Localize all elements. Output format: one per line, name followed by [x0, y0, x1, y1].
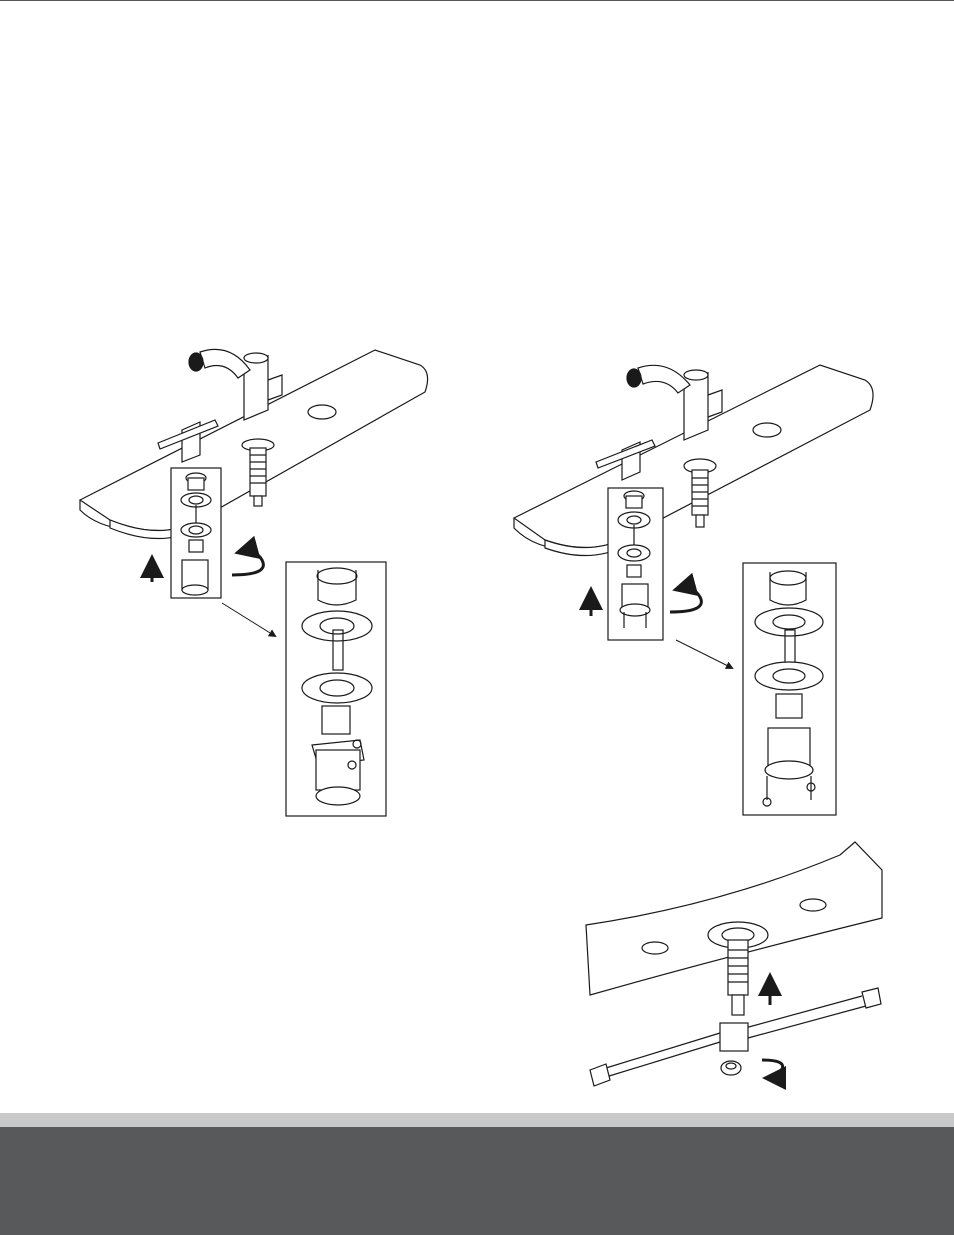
- rotate-counterclockwise-arrow-icon: [232, 551, 263, 575]
- rotate-clockwise-arrow-icon: [762, 1060, 783, 1078]
- footer-stripe-light: [0, 1113, 954, 1127]
- valve-stem-icon: [708, 922, 768, 1015]
- footer-bar: [0, 1127, 954, 1235]
- figure-b: [514, 365, 873, 815]
- installation-illustrations: [0, 0, 954, 1120]
- spout-icon: [189, 349, 282, 420]
- rotate-counterclockwise-arrow-icon: [670, 588, 701, 612]
- spout-icon: [627, 365, 722, 440]
- hex-nut-icon: [721, 1061, 741, 1075]
- figure-a: [80, 349, 428, 816]
- detail-callout-box-small: [608, 488, 663, 640]
- figure-c: [586, 842, 882, 1086]
